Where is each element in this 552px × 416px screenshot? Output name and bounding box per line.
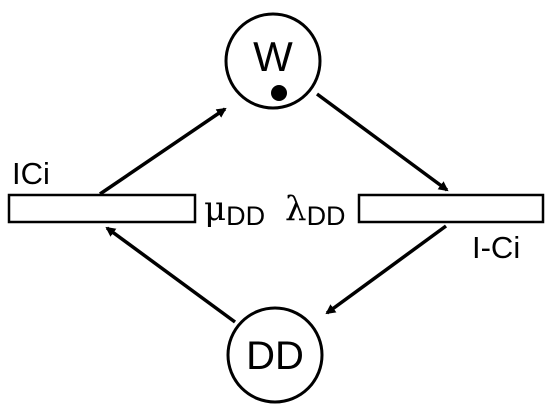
rate-lambda-symbol: λ <box>285 189 307 229</box>
state-node-w-label: W <box>253 33 293 80</box>
state-node-dd-circle <box>226 306 324 404</box>
rate-label-mu: μDD <box>204 189 265 231</box>
rate-mu-symbol: μ <box>204 189 226 229</box>
arrow-w-to-right <box>315 92 449 192</box>
state-node-dd-label: DD <box>246 334 304 378</box>
arrow-left-to-w <box>99 107 227 196</box>
left-bar-label: ICi <box>12 156 50 191</box>
state-node-dd: DD <box>226 306 324 404</box>
state-node-w-circle <box>224 12 322 110</box>
rate-mu-subscript: DD <box>226 201 265 231</box>
state-node-w-dot <box>271 85 287 101</box>
arrow-right-to-dd <box>325 224 448 315</box>
rate-label-lambda: λDD <box>285 189 346 231</box>
left-conductance-bar <box>7 193 197 224</box>
rate-lambda-subscript: DD <box>307 201 346 231</box>
state-node-w: W <box>224 12 322 110</box>
right-conductance-bar <box>357 193 545 224</box>
right-bar-label: I-Ci <box>472 230 520 265</box>
arrow-dd-to-left <box>105 226 237 324</box>
